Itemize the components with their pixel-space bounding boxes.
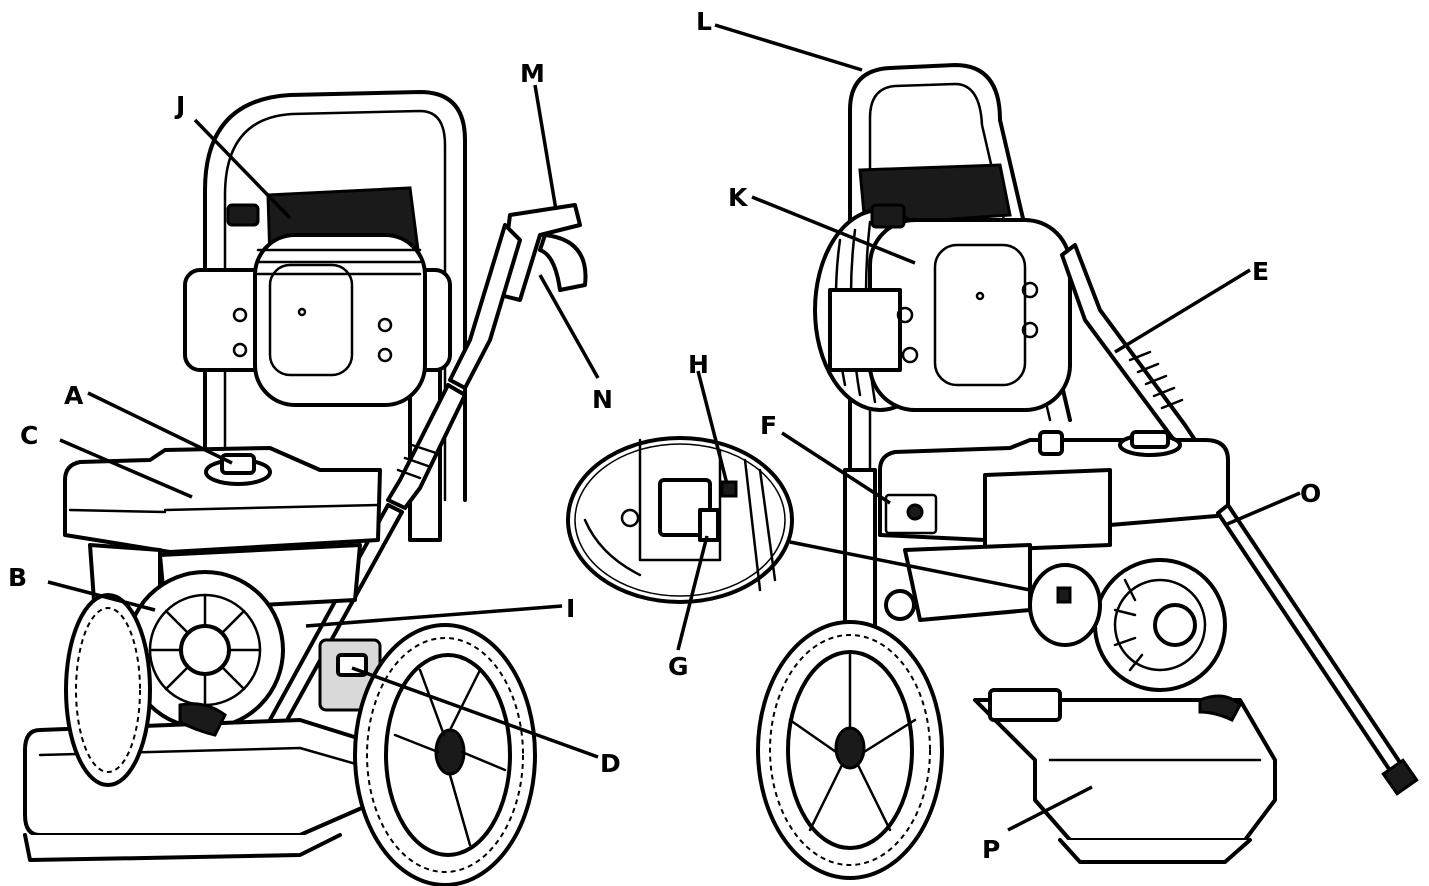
callout-F: F xyxy=(760,411,777,440)
leader-G xyxy=(676,535,709,651)
right-pressure-hose xyxy=(1060,243,1197,450)
leader-K xyxy=(751,195,916,265)
left-view-pressure-washer xyxy=(23,90,588,886)
callout-G: G xyxy=(668,652,689,681)
callout-J: J xyxy=(174,91,185,120)
left-rear-wheel xyxy=(64,593,152,787)
leader-H xyxy=(696,370,729,485)
left-recoil-starter xyxy=(125,570,285,730)
right-wheel xyxy=(756,620,944,880)
left-front-wheel xyxy=(353,623,537,886)
left-spray-gun xyxy=(448,203,588,390)
leader-D xyxy=(351,666,599,759)
left-hose-reel xyxy=(183,186,452,407)
leader-M xyxy=(533,84,558,211)
callout-D: D xyxy=(600,749,621,778)
leader-F xyxy=(781,431,891,505)
right-hose-reel xyxy=(813,163,1072,412)
callout-B: B xyxy=(8,563,27,592)
leader-lines xyxy=(47,23,1301,832)
right-recoil-starter xyxy=(1093,558,1227,692)
inset-connector-line xyxy=(789,540,1031,592)
callout-A: A xyxy=(64,381,84,410)
leader-N xyxy=(538,274,600,379)
left-engine xyxy=(63,446,382,622)
leader-J xyxy=(193,118,292,220)
leader-E xyxy=(1114,268,1251,354)
leader-L xyxy=(714,23,863,72)
callout-C: C xyxy=(20,421,38,450)
right-spray-wand xyxy=(1216,503,1419,796)
leader-I xyxy=(305,604,563,628)
callout-N: N xyxy=(592,385,613,414)
right-view-pressure-washer xyxy=(566,63,1419,880)
leader-O xyxy=(1224,491,1301,527)
callout-E: E xyxy=(1252,257,1269,286)
leader-P xyxy=(1007,785,1093,832)
choke-detail-inset xyxy=(566,436,1102,647)
callout-M: M xyxy=(520,59,545,88)
callout-H: H xyxy=(688,350,709,379)
callout-O: O xyxy=(1300,479,1321,508)
callout-L: L xyxy=(696,7,712,36)
right-engine xyxy=(878,430,1230,622)
leader-C xyxy=(59,438,193,499)
right-base-frame xyxy=(973,688,1277,864)
callout-labels: A B C D E F G H I J K L M N O P xyxy=(8,7,1321,864)
callout-P: P xyxy=(982,835,1000,864)
leader-A xyxy=(87,391,233,465)
callout-I: I xyxy=(566,594,575,623)
callout-K: K xyxy=(728,183,749,212)
leader-B xyxy=(47,580,156,612)
